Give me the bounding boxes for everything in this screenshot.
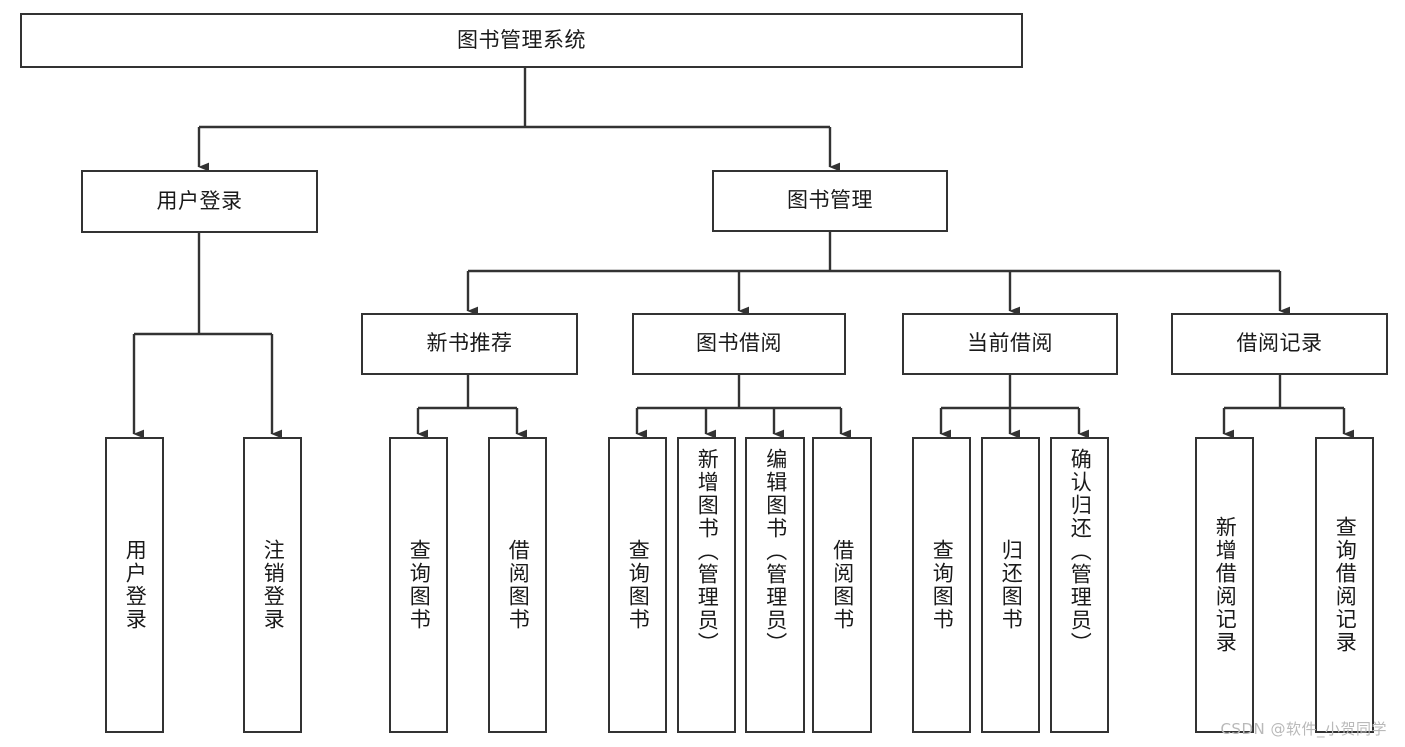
leaf-user-login-login[interactable]: 用户登录 xyxy=(105,437,164,733)
leaf-current-query-book-label: 查询图书 xyxy=(930,539,955,631)
leaf-record-query[interactable]: 查询借阅记录 xyxy=(1315,437,1374,733)
node-current-borrow[interactable]: 当前借阅 xyxy=(902,313,1118,375)
leaf-current-confirm-return[interactable]: 确认归还（管理员） xyxy=(1050,437,1109,733)
leaf-new-book-borrow-label: 借阅图书 xyxy=(506,539,531,631)
node-book-borrow[interactable]: 图书借阅 xyxy=(632,313,846,375)
node-borrow-record[interactable]: 借阅记录 xyxy=(1171,313,1388,375)
leaf-current-return-book-label: 归还图书 xyxy=(999,539,1024,631)
node-user-login[interactable]: 用户登录 xyxy=(81,170,318,233)
leaf-user-login-login-label: 用户登录 xyxy=(123,539,148,631)
node-new-book-recommend-label: 新书推荐 xyxy=(426,331,513,356)
node-root[interactable]: 图书管理系统 xyxy=(20,13,1023,68)
leaf-borrow-borrow-book[interactable]: 借阅图书 xyxy=(812,437,872,733)
leaf-record-add-label: 新增借阅记录 xyxy=(1213,516,1238,654)
leaf-borrow-query-book-label: 查询图书 xyxy=(626,539,651,631)
node-book-management[interactable]: 图书管理 xyxy=(712,170,948,232)
leaf-current-return-book[interactable]: 归还图书 xyxy=(981,437,1040,733)
leaf-new-book-query-label: 查询图书 xyxy=(407,539,432,631)
watermark: CSDN @软件_小贺同学 xyxy=(1220,720,1387,738)
node-current-borrow-label: 当前借阅 xyxy=(967,331,1053,356)
node-book-management-label: 图书管理 xyxy=(787,188,873,213)
leaf-borrow-borrow-book-label: 借阅图书 xyxy=(830,539,855,631)
leaf-new-book-borrow[interactable]: 借阅图书 xyxy=(488,437,547,733)
leaf-borrow-edit-book-label: 编辑图书（管理员） xyxy=(763,448,788,655)
leaf-record-add[interactable]: 新增借阅记录 xyxy=(1195,437,1254,733)
leaf-record-query-label: 查询借阅记录 xyxy=(1333,516,1358,654)
leaf-borrow-edit-book[interactable]: 编辑图书（管理员） xyxy=(745,437,805,733)
leaf-borrow-add-book[interactable]: 新增图书（管理员） xyxy=(677,437,736,733)
leaf-borrow-query-book[interactable]: 查询图书 xyxy=(608,437,667,733)
node-user-login-label: 用户登录 xyxy=(156,188,243,213)
node-root-label: 图书管理系统 xyxy=(457,27,586,52)
leaf-borrow-add-book-label: 新增图书（管理员） xyxy=(695,448,720,655)
leaf-new-book-query[interactable]: 查询图书 xyxy=(389,437,448,733)
leaf-user-login-logout[interactable]: 注销登录 xyxy=(243,437,302,733)
leaf-user-login-logout-label: 注销登录 xyxy=(261,539,286,631)
node-new-book-recommend[interactable]: 新书推荐 xyxy=(361,313,578,375)
leaf-current-confirm-return-label: 确认归还（管理员） xyxy=(1068,448,1093,655)
node-borrow-record-label: 借阅记录 xyxy=(1236,331,1323,356)
node-book-borrow-label: 图书借阅 xyxy=(696,331,782,356)
leaf-current-query-book[interactable]: 查询图书 xyxy=(912,437,971,733)
